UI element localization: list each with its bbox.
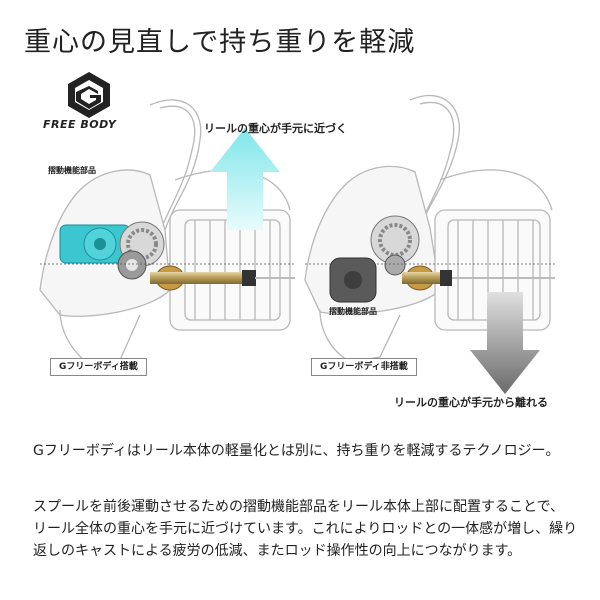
- sliding-part-label-left: 摺動機能部品: [48, 166, 96, 175]
- description-paragraph-2: スプールを前後運動させるための摺動機能部品をリール本体上部に配置することで、リー…: [33, 499, 578, 559]
- reel-diagram: [39, 72, 555, 394]
- g-logo-icon: [68, 72, 110, 118]
- main-shaft-left: [150, 272, 245, 284]
- main-shaft-right: [402, 272, 442, 284]
- description-paragraph-1: Gフリーボディはリール本体の軽量化とは別に、持ち重りを軽減するテクノロジー。: [33, 443, 560, 459]
- shaft-collar-right: [440, 270, 452, 286]
- reel-comparison-figure: FREE BODY リールの重心が手元に近づく リールの重心が手元から離れる 摺…: [0, 60, 600, 420]
- arrow-up-icon: [210, 128, 280, 230]
- badge-without-free-body: Gフリーボディ非搭載: [311, 358, 417, 376]
- shaft-collar-left: [242, 270, 256, 286]
- sliding-part-label-right: 摺動機能部品: [329, 307, 377, 316]
- free-body-logo: FREE BODY: [43, 118, 117, 131]
- away-callout: リールの重心が手元から離れる: [394, 396, 548, 409]
- arrow-down-icon: [470, 292, 540, 394]
- badge-with-free-body: Gフリーボディ搭載: [50, 358, 147, 376]
- page-title: 重心の見直しで持ち重りを軽減: [24, 27, 416, 58]
- approach-callout: リールの重心が手元に近づく: [204, 122, 347, 135]
